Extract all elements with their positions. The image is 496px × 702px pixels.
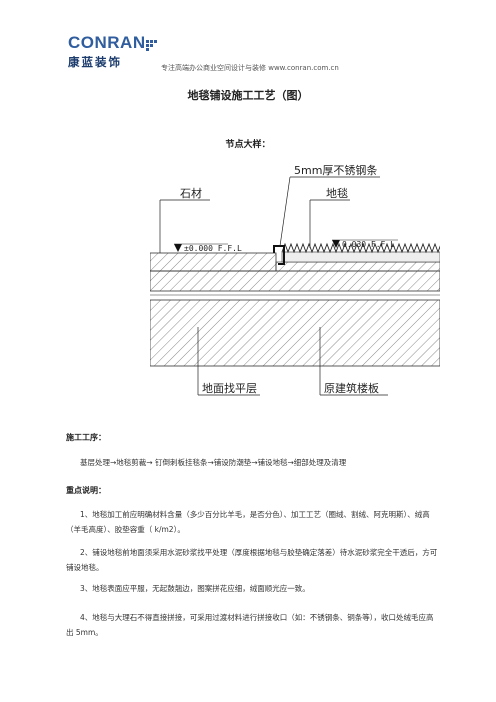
label-carpet: 地毯	[326, 186, 348, 200]
label-steel-strip: 5mm厚不锈钢条	[294, 163, 377, 177]
structural-slab	[150, 299, 440, 367]
note-item-4: 4、地毯与大理石不得直接拼接，可采用过渡材料进行拼接收口（如：不锈钢条、铜条等）…	[66, 613, 434, 637]
label-level-right: 0.030 F.F.L	[342, 240, 395, 249]
carpet-joint-section-drawing: 5mm厚不锈钢条 石材 地毯 ±0.000 F.F.L 0.030 F.F.L …	[150, 163, 440, 396]
company-logo: CONRAN 康蓝装饰	[68, 33, 157, 74]
screed-under-carpet	[275, 261, 440, 272]
logo-wordmark: CONRAN	[68, 33, 146, 52]
note-item-2: 2、铺设地毯前地面须采用水泥砂浆找平处理（厚度根据地毯与胶垫确定落差）待水泥砂浆…	[66, 548, 438, 572]
note-item-1: 1、地毯加工前应明确材料含量（多少百分比羊毛，是否分色）、加工工艺（圈绒、割绒、…	[66, 510, 430, 534]
page-title: 地毯铺设施工工艺（图）	[187, 89, 309, 102]
label-leveling-layer: 地面找平层	[202, 381, 257, 395]
logo-chinese-name: 康蓝装饰	[68, 55, 122, 69]
label-stone: 石材	[180, 186, 202, 200]
note-item-3: 3、地毯表面应平服，无起鼓翘边，图案拼花应细，绒面顺光应一致。	[80, 584, 310, 593]
logo-dots-icon	[146, 40, 157, 51]
label-structural-slab: 原建筑楼板	[324, 381, 379, 395]
notes-heading: 重点说明：	[66, 486, 106, 495]
header-tagline: 专注高端办公商业空间设计与装修 www.conran.com.cn	[161, 64, 339, 72]
stone-layer	[150, 252, 277, 272]
stainless-steel-strip	[273, 245, 285, 265]
diagram-heading: 节点大样：	[225, 140, 271, 150]
process-heading: 施工工序：	[66, 433, 106, 442]
process-text: 基层处理→地毯剪裁→ 钉倒刺板挂毯条→铺设防潮垫→铺设地毯→细部处理及清理	[80, 458, 347, 467]
leveling-layer	[150, 270, 440, 292]
label-level-left: ±0.000 F.F.L	[184, 244, 242, 253]
